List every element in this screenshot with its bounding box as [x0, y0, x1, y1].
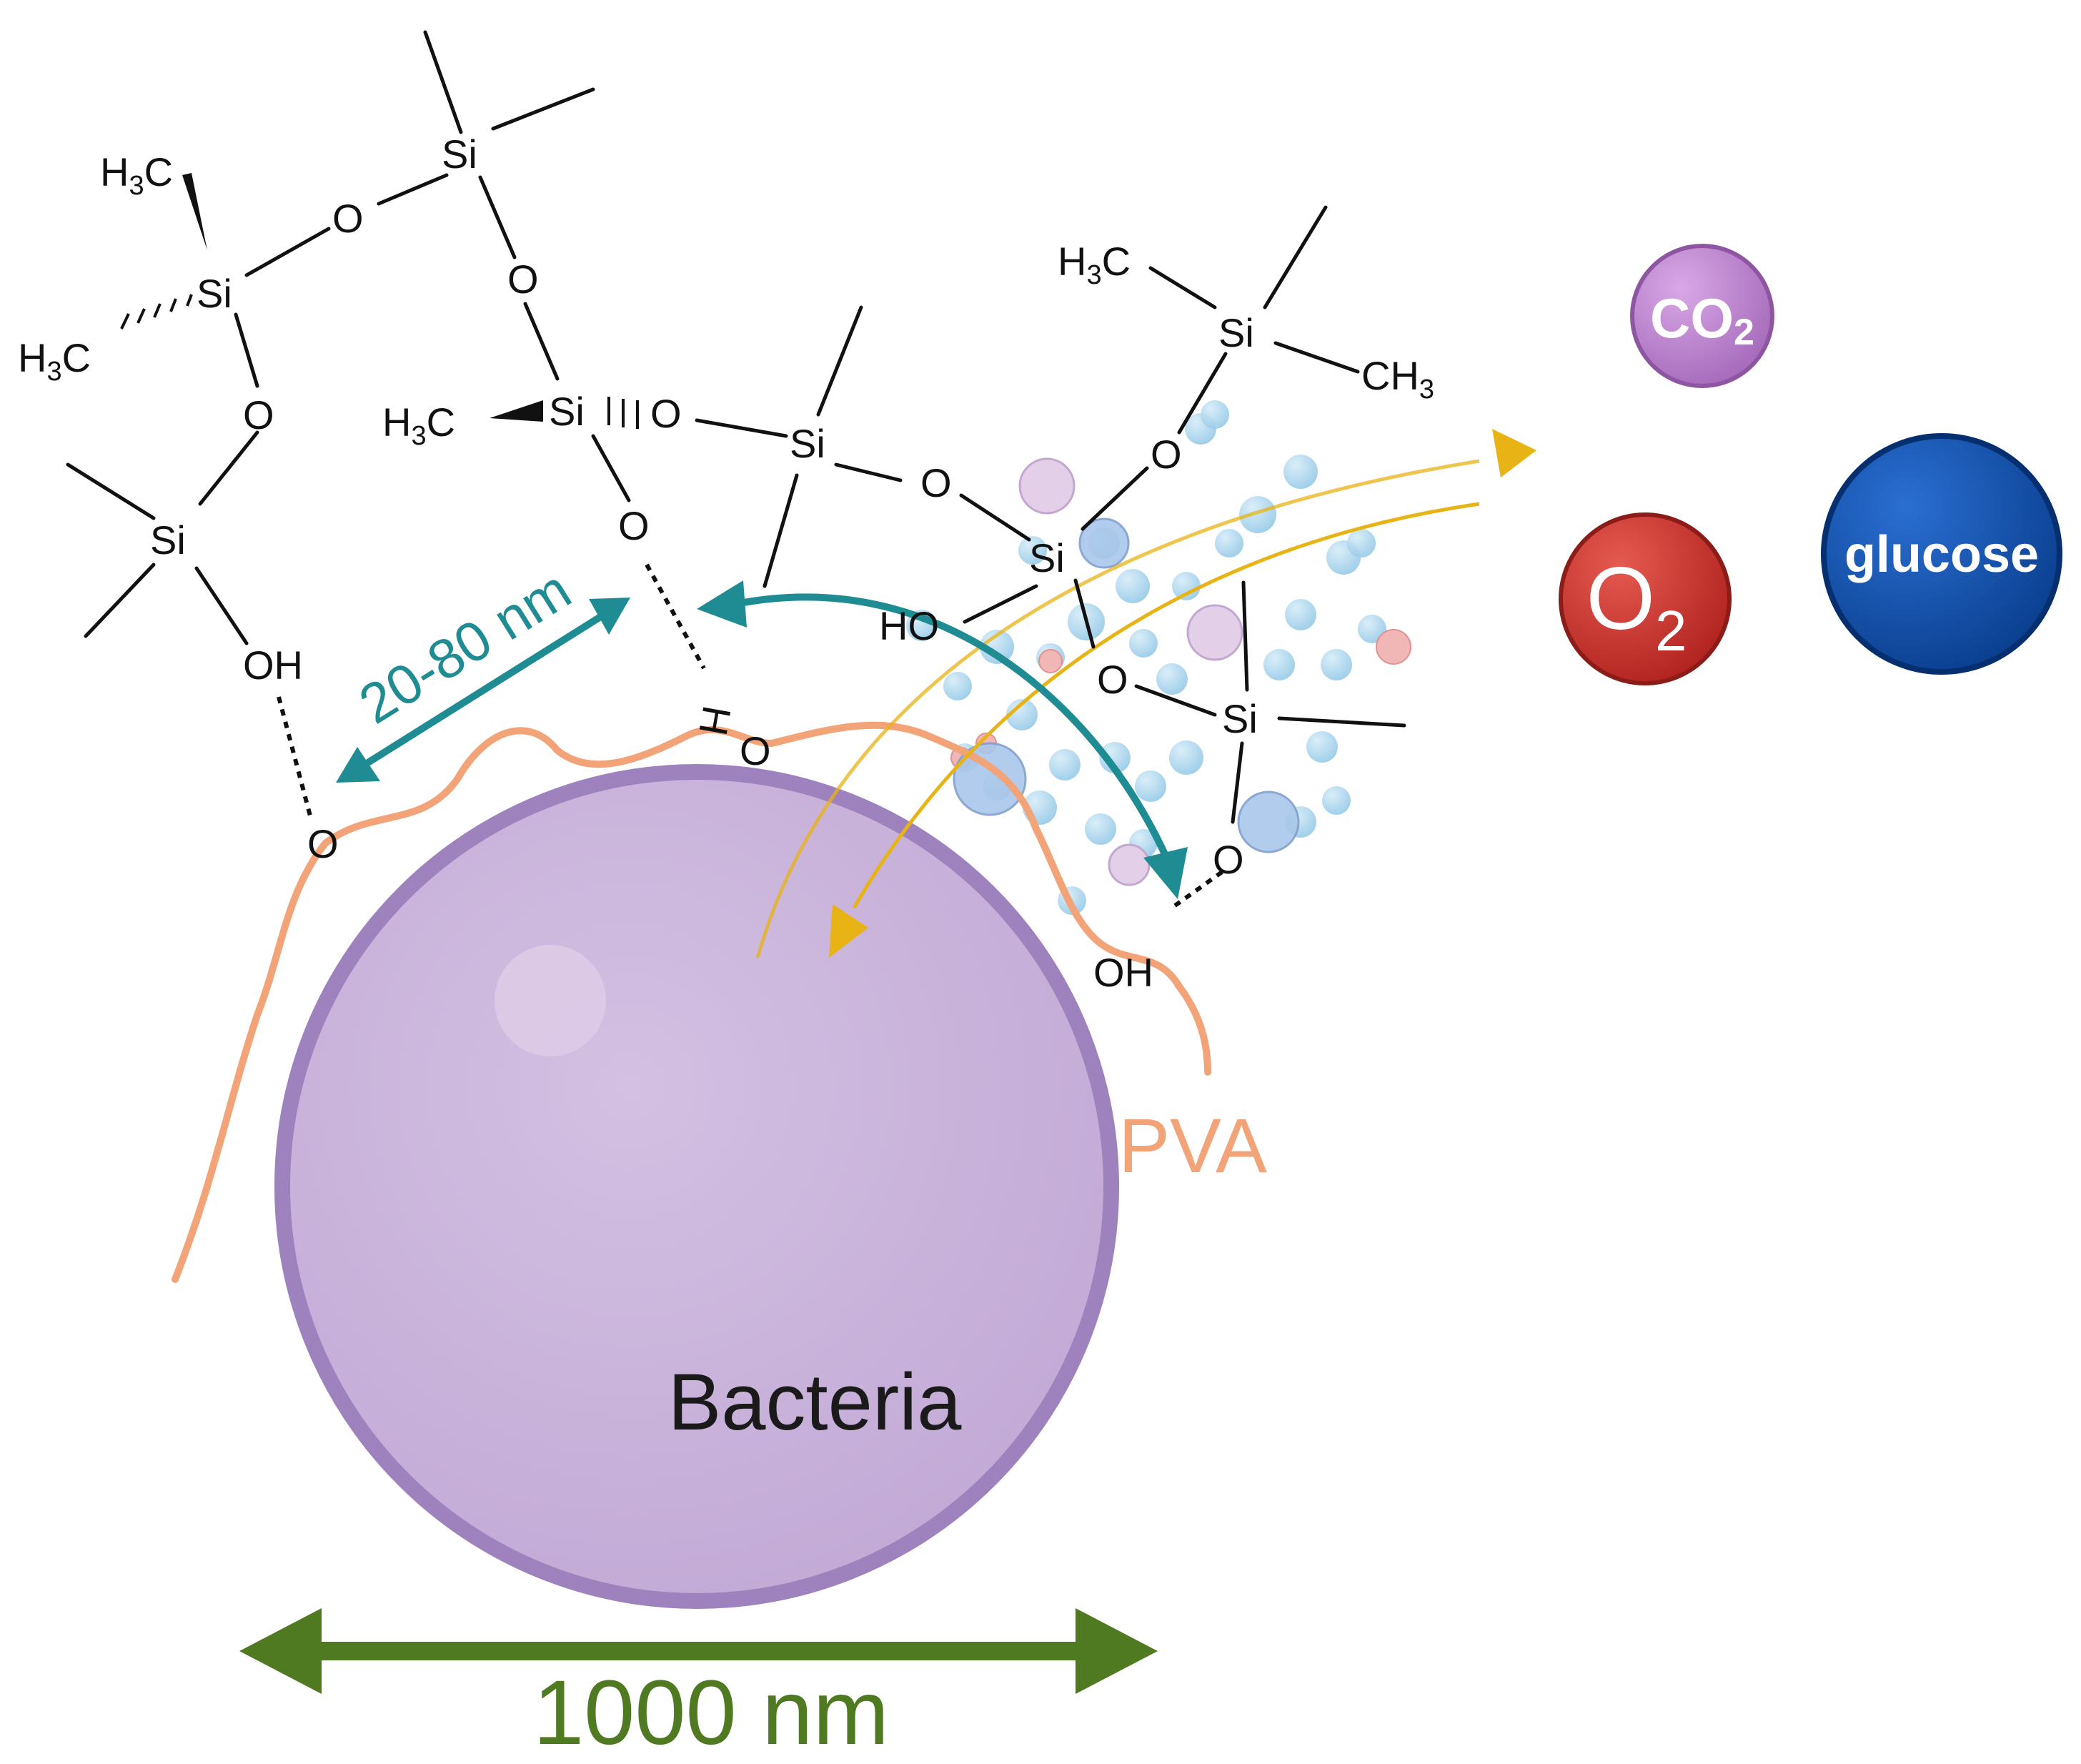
o-atom-4: O [618, 503, 650, 548]
diffusion-particle [1099, 742, 1131, 773]
diffusion-particle [1285, 599, 1316, 630]
h3c-label-3: H3C [382, 400, 455, 451]
diffusion-particle [1006, 699, 1038, 730]
teal-arrowhead-left [336, 747, 380, 783]
si-atom-3: Si [549, 389, 585, 434]
diffusion-particle [1078, 517, 1130, 569]
o-atom-10: O [307, 821, 339, 866]
green-arrowhead-right [1076, 1608, 1158, 1694]
diffusion-particle [1038, 649, 1063, 673]
siloxane-bonds [66, 30, 1406, 910]
bacteria-label: Bacteria [668, 1357, 963, 1447]
diffusion-particles [906, 400, 1411, 915]
diffusion-particle [1018, 536, 1047, 565]
diffusion-particle [1135, 770, 1166, 802]
diffusion-particle [1237, 791, 1300, 853]
diffusion-particle [1018, 457, 1076, 515]
diffusion-particle [1283, 455, 1318, 489]
co2-molecule: CO2 [1630, 244, 1774, 388]
teal-curved-arrow [735, 593, 1168, 856]
diffusion-particle [1306, 731, 1338, 763]
o-atom-5: O [920, 460, 952, 505]
diffusion-particle [1239, 496, 1276, 533]
o-atom-1: O [332, 196, 364, 241]
si-atom-4: Si [790, 421, 825, 466]
o2-bubble [1559, 512, 1732, 685]
si-atom-1: Si [197, 271, 232, 316]
si-atom-2: Si [442, 132, 477, 177]
glucose-bubble [1821, 433, 2062, 675]
o-atom-rotated: O [740, 728, 771, 773]
co2-label: CO2 [1650, 287, 1754, 353]
o2-molecule: O2 [1559, 512, 1732, 685]
gold-arrowhead-in [829, 904, 868, 958]
diffusion-particle [1263, 649, 1295, 680]
siloxane-labels: H3C Si H3C O Si O H3C Si O O Si O Si HO … [18, 132, 1434, 995]
teal-arrow-20-80 [362, 611, 606, 768]
diffusion-particle [1085, 813, 1116, 845]
ho-label: HO [879, 603, 939, 648]
diffusion-particle [1108, 843, 1151, 886]
diffusion-particle [943, 672, 972, 700]
glucose-molecule: glucose [1821, 433, 2062, 675]
teal-curved-arrowhead-bottom [1143, 847, 1188, 899]
si-atom-5: Si [1029, 535, 1065, 580]
green-arrowhead-left [239, 1608, 322, 1694]
o-atom-3: O [650, 391, 682, 436]
scale-label-1000: 1000 nm [533, 1662, 889, 1764]
gold-arrowhead-out [1492, 429, 1536, 477]
diffusion-particle [980, 630, 1014, 664]
o-atom-9: O [243, 392, 274, 437]
diffusion-particle [1215, 529, 1243, 558]
h3c-label-2: H3C [18, 335, 91, 387]
o-atom-7: O [1097, 657, 1128, 702]
pva-label: PVA [1118, 1102, 1267, 1189]
o-atom-8: O [1213, 837, 1244, 882]
cell-highlight [495, 945, 606, 1056]
diffusion-particle [1169, 740, 1203, 775]
bacteria-cell [274, 764, 1119, 1609]
diffusion-particle [1376, 629, 1411, 665]
o-atom-2: O [507, 257, 539, 302]
diffusion-particle [1129, 629, 1158, 658]
h3c-label-4: H3C [1058, 239, 1131, 290]
h3c-label-1: H3C [100, 149, 173, 201]
diffusion-particle [1186, 604, 1243, 661]
diffusion-particle [1049, 749, 1081, 781]
gold-curve-out [755, 459, 1480, 958]
si-atom-6: Si [1218, 310, 1254, 355]
co2-bubble [1630, 244, 1774, 388]
teal-arrowhead-right [589, 598, 630, 635]
diffusion-particle [1322, 786, 1351, 815]
gold-curve-in [852, 502, 1480, 909]
o-atom-6: O [1151, 432, 1182, 477]
oh-label-right: OH [1093, 950, 1153, 995]
o2-label: O2 [1586, 550, 1687, 663]
diffusion-particle [1116, 569, 1150, 603]
teal-curved-arrowhead-top [697, 580, 747, 628]
si-atom-7: Si [1222, 696, 1258, 741]
ch3-label-1: CH3 [1361, 353, 1434, 405]
oh-label-left: OH [243, 643, 303, 688]
pva-chain [172, 721, 1211, 1283]
diffusion-particle [1201, 400, 1229, 429]
diffusion-particle [1321, 649, 1352, 680]
si-atom-8: Si [150, 517, 186, 563]
diffusion-particle [1347, 529, 1376, 558]
diffusion-particle [1172, 572, 1201, 600]
glucose-label: glucose [1844, 526, 2039, 583]
diffusion-particle [1156, 663, 1188, 695]
diffusion-particle [953, 742, 1027, 816]
